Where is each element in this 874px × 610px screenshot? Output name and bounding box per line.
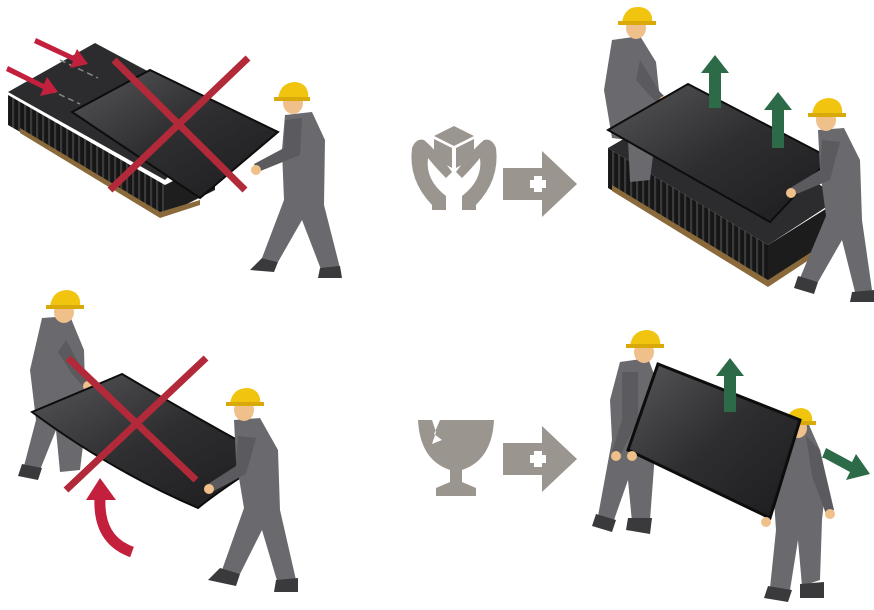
wrong-slide-scene — [6, 38, 342, 278]
handle-with-care-icon — [411, 126, 496, 210]
leads-to-arrow-icon — [503, 151, 577, 217]
fragile-glass-icon — [418, 420, 494, 496]
bending-arrow-icon — [86, 478, 132, 552]
hand — [627, 451, 637, 461]
correct-lift-scene — [604, 7, 874, 302]
hand — [761, 517, 771, 527]
correct-carry-scene — [592, 330, 870, 602]
leads-to-arrow-icon — [503, 426, 577, 492]
wrong-bend-scene — [18, 290, 298, 592]
upright-panel — [628, 364, 800, 518]
worker-back-carrying — [18, 290, 93, 480]
move-forward-arrow — [822, 448, 870, 480]
worker-pulling-panel — [250, 82, 342, 278]
